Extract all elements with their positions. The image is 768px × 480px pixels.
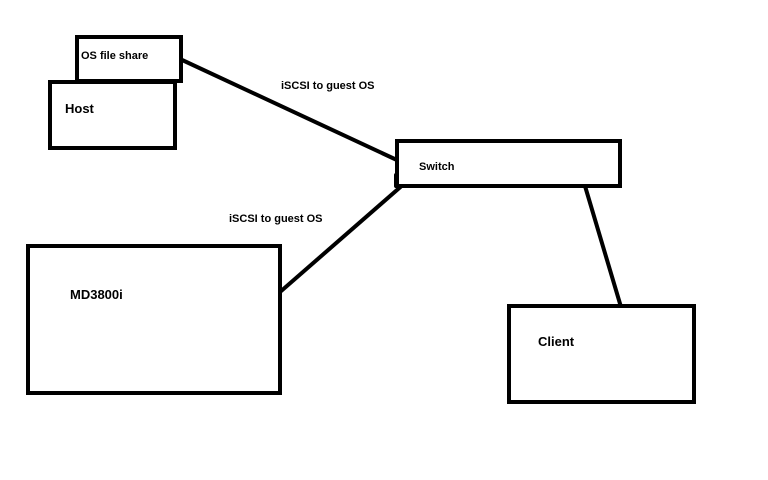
md3800i-box (26, 244, 282, 395)
link-md3800i-switch (278, 181, 407, 294)
client-node: Client (507, 304, 696, 404)
link-switch-client (583, 184, 623, 309)
client-label: Client (538, 334, 575, 349)
client-box (507, 304, 696, 404)
switch-node: Switch (394, 139, 622, 188)
host-box (48, 80, 177, 150)
link-label-storage-switch: iSCSI to guest OS (229, 213, 323, 225)
host-node: Host (48, 80, 177, 150)
os-file-share-node: OS file share (75, 35, 183, 83)
switch-label: Switch (419, 161, 455, 173)
host-label: Host (65, 101, 95, 116)
link-fileshare-switch (178, 57, 401, 163)
md3800i-label: MD3800i (70, 287, 123, 302)
link-label-host-switch: iSCSI to guest OS (281, 80, 375, 92)
os-file-share-label: OS file share (81, 50, 148, 62)
md3800i-node: MD3800i (26, 244, 282, 395)
os-file-share-box (75, 35, 183, 83)
switch-box (395, 139, 622, 188)
